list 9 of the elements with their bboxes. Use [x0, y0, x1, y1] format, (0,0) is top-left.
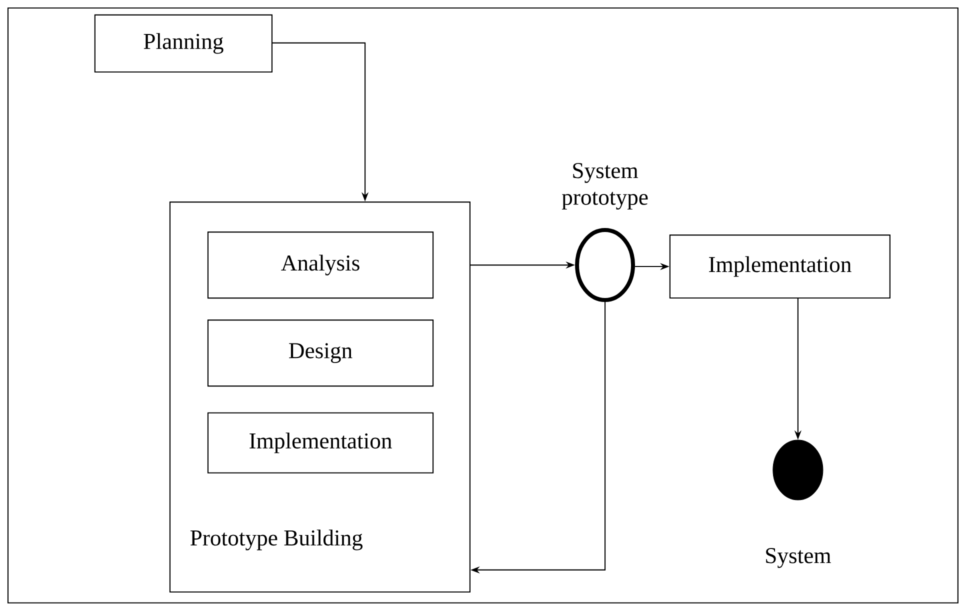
caption-text: System — [766, 548, 831, 568]
dot-symbol — [772, 440, 824, 500]
process-box: Design — [207, 320, 434, 387]
process-box: Planning — [94, 14, 273, 73]
process-box: Implementation — [207, 412, 434, 474]
process-box: Analysis — [207, 232, 434, 299]
ring-symbol — [575, 228, 636, 302]
process-box: Implementation — [669, 234, 890, 298]
caption-text: System prototype — [562, 163, 648, 210]
